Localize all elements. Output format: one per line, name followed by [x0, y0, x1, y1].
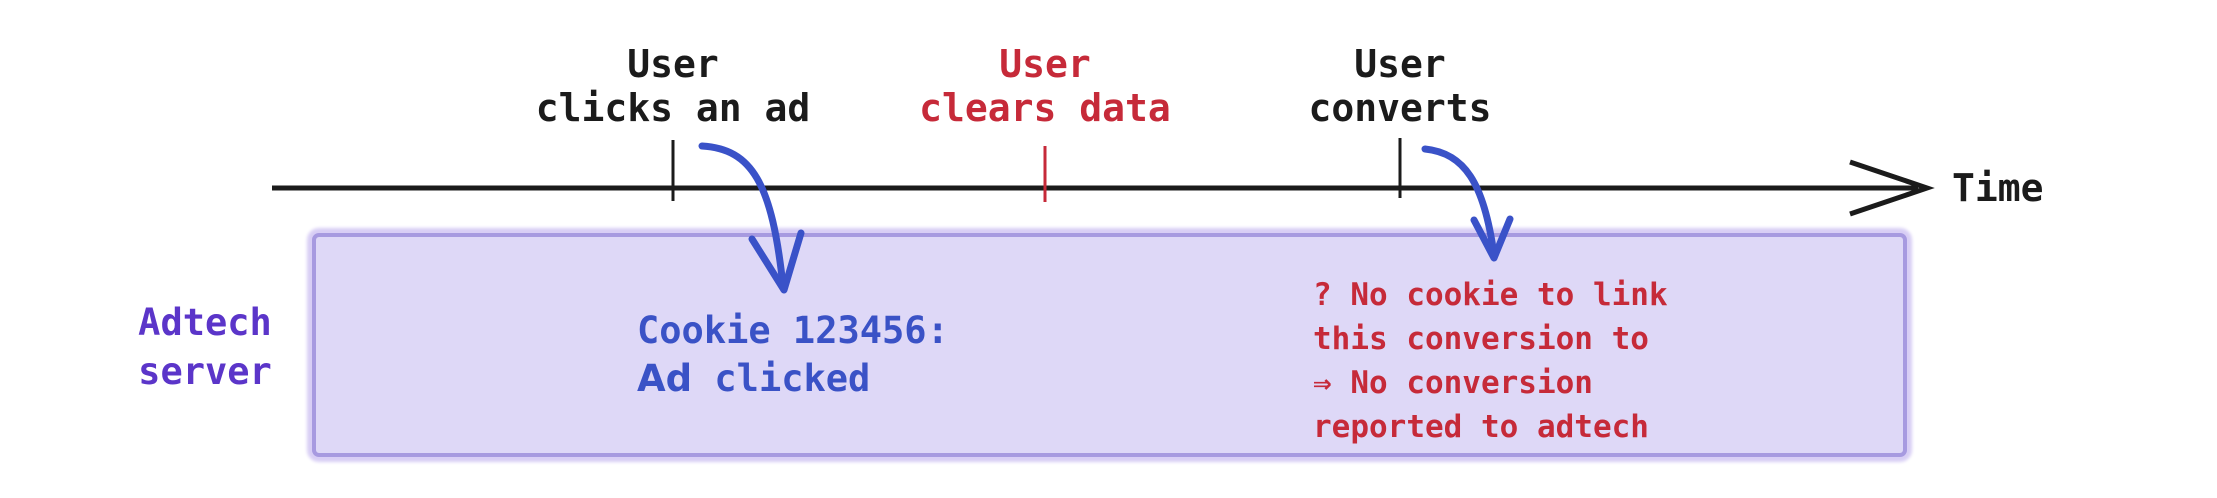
failure-note-line1: ? No cookie to link [1313, 277, 1668, 313]
event-label-line1: User [1354, 42, 1446, 86]
lane-label-adtech-server: Adtech server [45, 298, 365, 396]
cookie-note-line2-word2: clicked [714, 357, 871, 400]
cookie-note-line2: Ad clicked [637, 355, 949, 403]
failure-note-line3: ⇒ No conversion [1313, 365, 1593, 401]
event-label-line1: User [627, 42, 719, 86]
event-label-line2: clicks an ad [535, 86, 811, 130]
failure-note-line2: this conversion to [1313, 321, 1649, 357]
cookie-logged-note: Cookie 123456: Ad clicked [637, 307, 949, 403]
no-cookie-failure-note: ? No cookie to link this conversion to ⇒… [1313, 273, 1668, 449]
lane-label-line2: server [138, 350, 272, 393]
event-label-line2: clears data [919, 86, 1171, 130]
adtech-server-box [312, 233, 1907, 457]
event-label-user-clicks-ad: User clicks an ad [453, 42, 893, 130]
failure-note-line4: reported to adtech [1313, 409, 1649, 445]
event-label-line2: converts [1308, 86, 1492, 130]
event-label-user-converts: User converts [1180, 42, 1620, 130]
time-axis-arrowhead-icon [1849, 159, 1935, 217]
event-label-user-clears-data: User clears data [825, 42, 1265, 130]
time-axis-label: Time [1952, 166, 2044, 210]
cookie-note-line1: Cookie 123456: [637, 309, 949, 352]
cookie-note-line2-word1: Ad [637, 357, 693, 400]
event-label-line1: User [999, 42, 1091, 86]
lane-label-line1: Adtech [138, 301, 272, 344]
